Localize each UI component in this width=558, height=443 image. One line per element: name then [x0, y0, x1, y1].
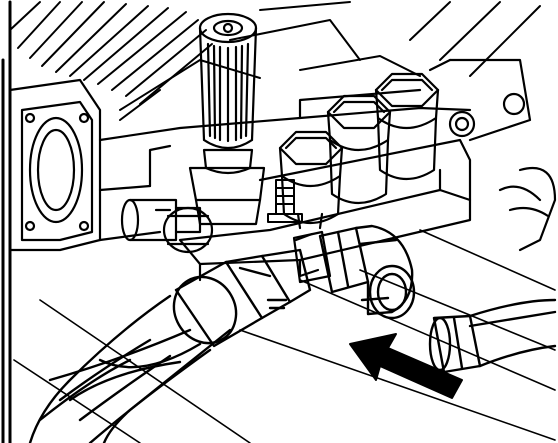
engine-flange	[8, 78, 102, 252]
outlet-hose	[428, 298, 557, 374]
direction-arrow	[349, 333, 463, 399]
pump-body	[98, 88, 472, 242]
unloader-valve	[188, 12, 266, 226]
inlet-hose-fitting	[172, 248, 312, 348]
frame-border	[1, 0, 12, 443]
engine-cooling-fins	[9, 1, 541, 121]
quick-connect-coupler	[318, 224, 416, 320]
inlet-hose	[28, 294, 232, 443]
valve-cap-3	[374, 72, 440, 181]
unloader-side-fitting	[120, 198, 214, 254]
nipple-fitting	[267, 179, 303, 223]
mounting-bracket	[428, 58, 557, 252]
base-plate-lines	[13, 229, 556, 443]
outlet-pipe	[292, 230, 332, 284]
valve-cap-2	[326, 94, 392, 205]
